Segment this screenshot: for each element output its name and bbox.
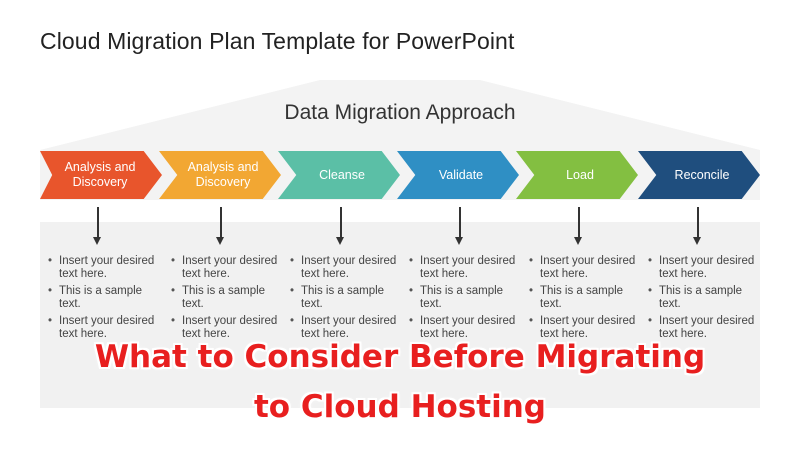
down-arrow-icon xyxy=(216,207,224,245)
bullet-item: Insert your desired text here. xyxy=(46,255,158,280)
bullet-item: This is a sample text. xyxy=(169,285,281,310)
step-bullets-6: Insert your desired text here. This is a… xyxy=(646,255,758,345)
bullet-item: This is a sample text. xyxy=(646,285,758,310)
bullet-item: Insert your desired text here. xyxy=(407,255,519,280)
bullet-item: Insert your desired text here. xyxy=(527,315,639,340)
step-chevron-3: Cleanse xyxy=(278,151,400,199)
bullet-item: Insert your desired text here. xyxy=(646,255,758,280)
step-bullets-3: Insert your desired text here. This is a… xyxy=(288,255,400,345)
slide-title: Cloud Migration Plan Template for PowerP… xyxy=(40,28,515,54)
step-chevron-5: Load xyxy=(516,151,638,199)
step-chevron-6: Reconcile xyxy=(638,151,760,199)
step-bullets-5: Insert your desired text here. This is a… xyxy=(527,255,639,345)
bullet-item: This is a sample text. xyxy=(527,285,639,310)
step-bullets-1: Insert your desired text here. This is a… xyxy=(46,255,158,345)
bullet-item: Insert your desired text here. xyxy=(646,315,758,340)
bullet-item: Insert your desired text here. xyxy=(46,315,158,340)
bullet-item: Insert your desired text here. xyxy=(288,255,400,280)
step-chevron-4: Validate xyxy=(397,151,519,199)
down-arrow-icon xyxy=(574,207,582,245)
step-label-1: Analysis and Discovery xyxy=(64,160,136,189)
process-chevron-row: Analysis and Discovery Analysis and Disc… xyxy=(40,151,760,199)
down-arrow-icon xyxy=(336,207,344,245)
bullet-item: This is a sample text. xyxy=(407,285,519,310)
step-label-3: Cleanse xyxy=(319,167,365,182)
bullet-item: Insert your desired text here. xyxy=(288,315,400,340)
step-chevron-1: Analysis and Discovery xyxy=(40,151,162,199)
overlay-headline-line-2: to Cloud Hosting xyxy=(253,389,547,425)
body-panel xyxy=(40,222,760,408)
step-chevron-2: Analysis and Discovery xyxy=(159,151,281,199)
down-arrow-icon xyxy=(455,207,463,245)
bullet-item: Insert your desired text here. xyxy=(169,255,281,280)
step-label-2: Analysis and Discovery xyxy=(187,160,259,189)
bullet-item: Insert your desired text here. xyxy=(169,315,281,340)
overlay-headline: What to Consider Before Migrating to Clo… xyxy=(0,332,800,432)
overlay-headline-line-1: What to Consider Before Migrating xyxy=(94,339,706,375)
step-label-5: Load xyxy=(566,167,594,182)
bullet-item: This is a sample text. xyxy=(288,285,400,310)
bullet-item: This is a sample text. xyxy=(46,285,158,310)
step-label-6: Reconcile xyxy=(674,167,730,182)
step-label-4: Validate xyxy=(438,167,484,182)
down-arrow-icon xyxy=(693,207,701,245)
down-arrow-icon xyxy=(93,207,101,245)
bullet-item: Insert your desired text here. xyxy=(527,255,639,280)
step-bullets-4: Insert your desired text here. This is a… xyxy=(407,255,519,345)
bullet-item: Insert your desired text here. xyxy=(407,315,519,340)
step-bullets-2: Insert your desired text here. This is a… xyxy=(169,255,281,345)
approach-title: Data Migration Approach xyxy=(284,101,516,124)
